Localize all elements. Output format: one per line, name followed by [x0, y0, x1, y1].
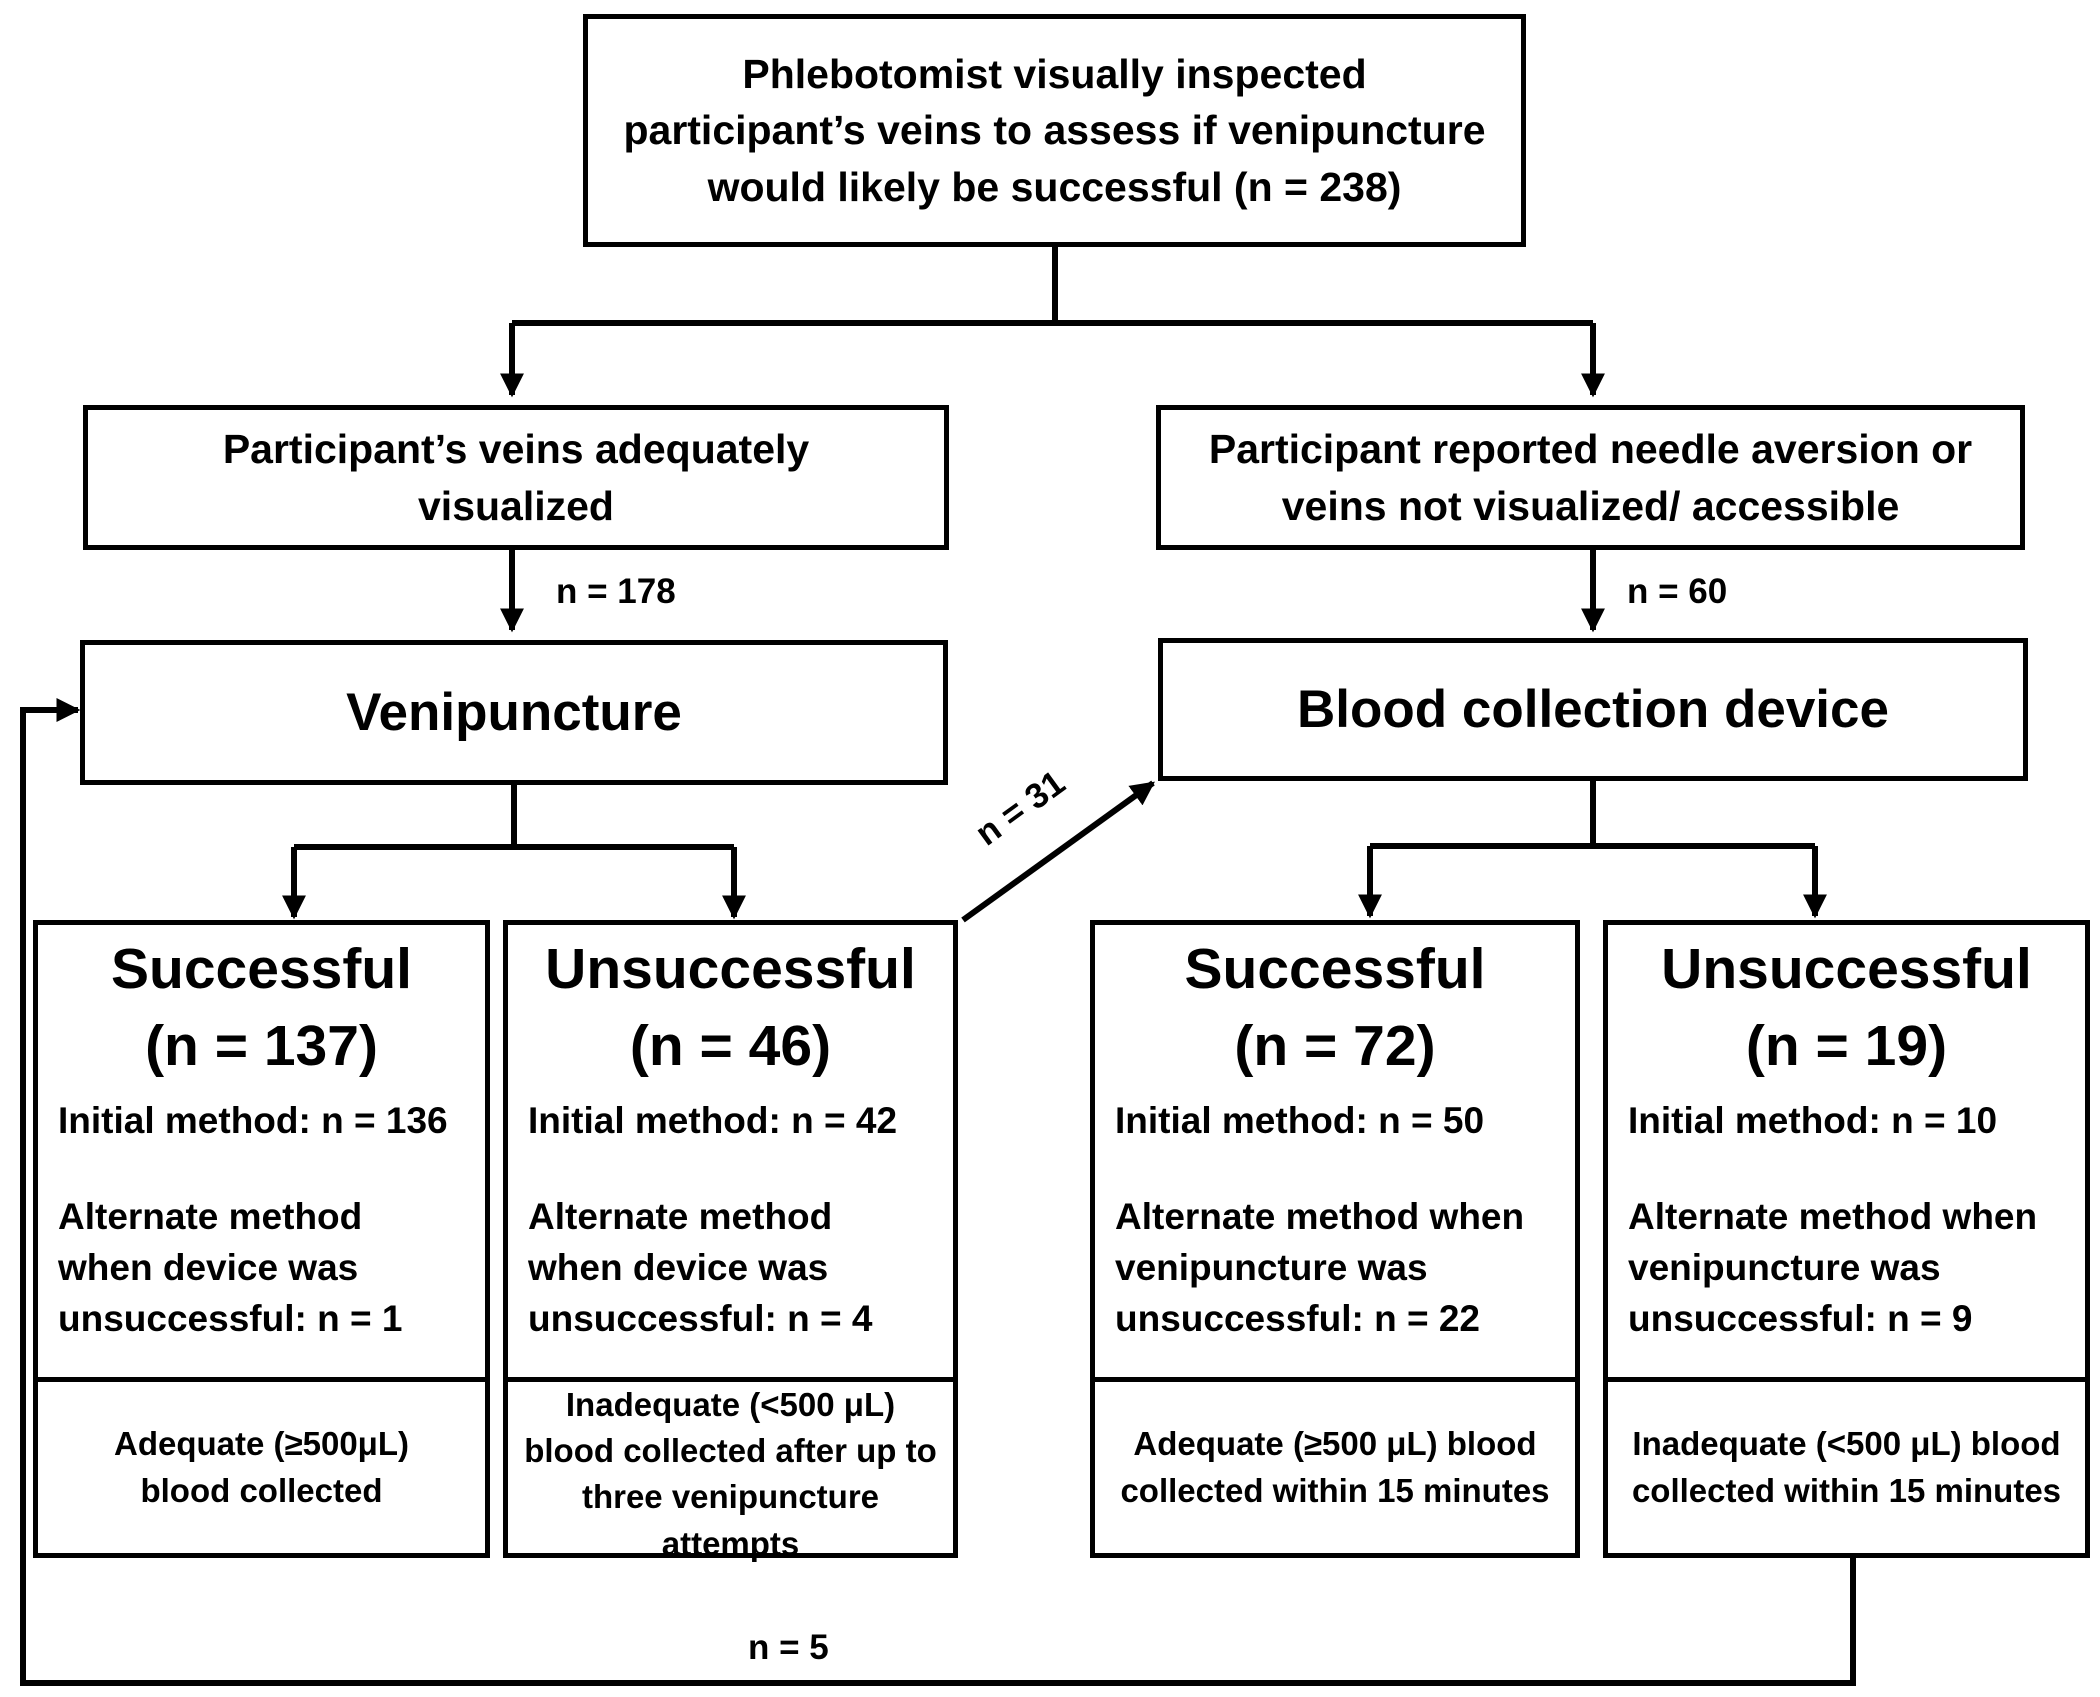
device-unsuccessful-box: Unsuccessful (n = 19) Initial method: n …	[1603, 920, 2090, 1558]
outcome-count: (n = 19)	[1745, 1013, 1948, 1078]
outcome-heading: Unsuccessful (n = 19)	[1628, 925, 2065, 1085]
device-label: Blood collection device	[1297, 679, 1889, 739]
outcome-heading: Unsuccessful (n = 46)	[528, 925, 933, 1085]
venipuncture-unsuccessful-box: Unsuccessful (n = 46) Initial method: n …	[503, 920, 958, 1562]
outcome-result-text: Adequate (≥500 μL) blood collected withi…	[1120, 1425, 1550, 1509]
edge-label-device: n = 60	[1627, 572, 1728, 611]
device-box: Blood collection device	[1158, 638, 2028, 781]
outcome-result-text: Inadequate (<500 μL) blood collected aft…	[524, 1386, 937, 1562]
outcome-result: Inadequate (<500 μL) blood collected wit…	[1608, 1377, 2085, 1553]
outcome-result-text: Adequate (≥500μL) blood collected	[113, 1425, 410, 1509]
outcome-heading: Successful (n = 72)	[1115, 925, 1555, 1085]
initial-method-text: Initial method: n = 10	[1628, 1099, 1998, 1141]
alternate-method-text: Alternate method when device was unsucce…	[528, 1195, 873, 1340]
outcome-result: Adequate (≥500 μL) blood collected withi…	[1095, 1377, 1575, 1553]
outcome-upper: Unsuccessful (n = 46) Initial method: n …	[508, 925, 953, 1377]
outcome-upper: Unsuccessful (n = 19) Initial method: n …	[1608, 925, 2085, 1377]
screening-box: Phlebotomist visually inspected particip…	[583, 14, 1526, 247]
veins-not-visualized-label: Participant reported needle aversion or …	[1208, 425, 1973, 529]
outcome-title: Successful	[1184, 937, 1486, 1001]
alternate-method-text: Alternate method when device was unsucce…	[58, 1195, 403, 1340]
edge-veni-fail-to-device	[961, 780, 1155, 923]
outcome-count: (n = 137)	[145, 1013, 378, 1078]
outcome-count: (n = 72)	[1234, 1013, 1436, 1078]
veins-not-visualized-box: Participant reported needle aversion or …	[1156, 405, 2025, 550]
edge-label-venipuncture: n = 178	[556, 572, 676, 611]
outcome-result: Inadequate (<500 μL) blood collected aft…	[508, 1377, 953, 1567]
outcome-result: Adequate (≥500μL) blood collected	[38, 1377, 485, 1553]
outcome-upper: Successful (n = 72) Initial method: n = …	[1095, 925, 1575, 1377]
edge-device-fail-to-venipuncture	[20, 698, 1856, 1686]
initial-method-text: Initial method: n = 136	[58, 1099, 448, 1141]
venipuncture-label: Venipuncture	[346, 682, 682, 742]
edge-label-device-fail-to-venipuncture: n = 5	[748, 1628, 829, 1667]
veins-visualized-label: Participant’s veins adequately visualize…	[222, 425, 810, 529]
outcome-title: Unsuccessful	[1661, 937, 2032, 1001]
outcome-title: Unsuccessful	[545, 937, 916, 1001]
outcome-heading: Successful (n = 137)	[58, 925, 465, 1085]
initial-method-text: Initial method: n = 50	[1115, 1099, 1485, 1141]
outcome-title: Successful	[111, 937, 412, 1001]
outcome-result-text: Inadequate (<500 μL) blood collected wit…	[1631, 1425, 2062, 1509]
screening-label: Phlebotomist visually inspected particip…	[623, 50, 1486, 210]
alternate-method-text: Alternate method when venipuncture was u…	[1628, 1195, 2038, 1340]
outcome-upper: Successful (n = 137) Initial method: n =…	[38, 925, 485, 1377]
initial-method-text: Initial method: n = 42	[528, 1099, 898, 1141]
venipuncture-box: Venipuncture	[80, 640, 948, 785]
outcome-count: (n = 46)	[629, 1013, 832, 1078]
venipuncture-successful-box: Successful (n = 137) Initial method: n =…	[33, 920, 490, 1558]
veins-visualized-box: Participant’s veins adequately visualize…	[83, 405, 949, 550]
device-successful-box: Successful (n = 72) Initial method: n = …	[1090, 920, 1580, 1558]
alternate-method-text: Alternate method when venipuncture was u…	[1115, 1195, 1525, 1340]
